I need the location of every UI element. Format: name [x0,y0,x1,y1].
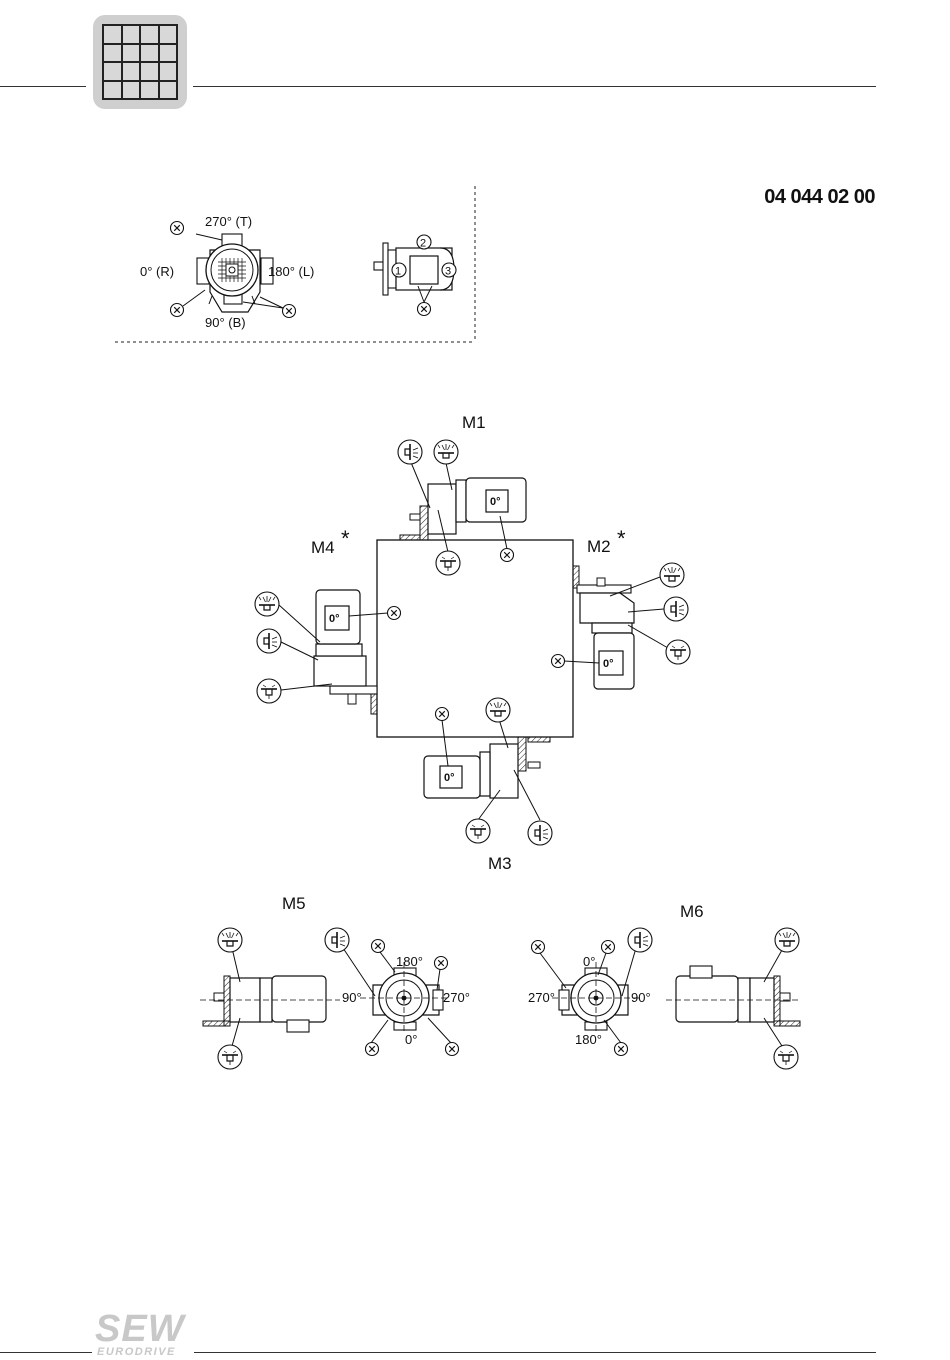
m2-star: * [617,526,626,551]
m5-right: 270° [443,990,470,1005]
cable-entry-positions: 2 1 3 [374,235,456,316]
m5-top: 180° [396,954,423,969]
m6-right: 90° [631,990,651,1005]
legend-num-1: 1 [395,266,401,278]
m5-label: M5 [282,894,306,913]
m6-label: M6 [680,902,704,921]
m5-left: 90° [342,990,362,1005]
logo-eurodrive: EURODRIVE [97,1346,185,1358]
m6-left: 270° [528,990,555,1005]
legend-pos-180: 180° (L) [268,264,314,279]
logo-sew: SEW [95,1312,185,1346]
m1-angle: 0° [490,496,501,508]
m2-angle: 0° [603,658,614,670]
m5-gearmotor: M5 180° 90° 2 [200,894,470,1069]
mounting-surface [377,540,573,737]
m4-star: * [341,526,350,551]
m6-gearmotor: M6 0° 270° 90° 180° [528,902,800,1069]
m4-label: M4 [311,538,335,557]
m6-top: 0° [583,954,595,969]
legend-num-3: 3 [445,266,451,278]
legend-area: 270° (T) 0° (R) 180° (L) 90° (B) 2 1 3 [115,186,475,342]
m3-angle: 0° [444,772,455,784]
m3-label: M3 [488,854,512,873]
m2-label: M2 [587,537,611,556]
footer-rule-left [0,1352,92,1353]
m5-bottom: 0° [405,1032,417,1047]
m1-label: M1 [462,413,486,432]
m4-angle: 0° [329,613,340,625]
sew-eurodrive-logo: SEW EURODRIVE [95,1312,185,1358]
legend-pos-90: 90° (B) [205,315,246,330]
m6-bottom: 180° [575,1032,602,1047]
legend-pos-0: 0° (R) [140,264,174,279]
legend-num-2: 2 [420,238,426,250]
legend-pos-270: 270° (T) [205,214,252,229]
terminal-box-positions: 270° (T) 0° (R) 180° (L) 90° (B) [140,214,314,330]
footer-rule-right [194,1352,876,1353]
